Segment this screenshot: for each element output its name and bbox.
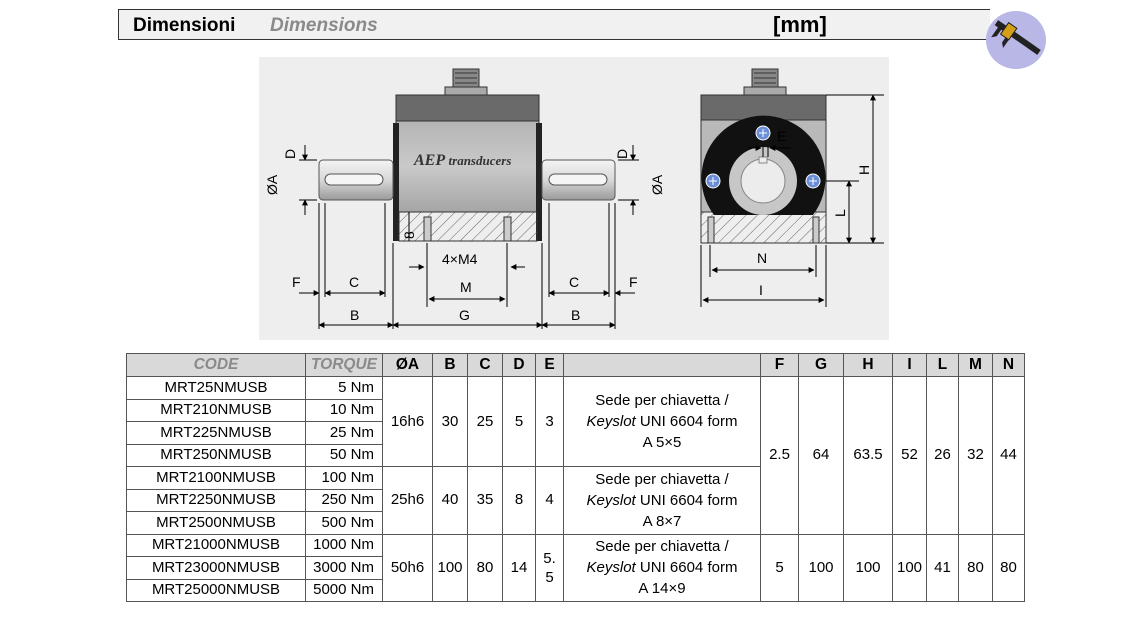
header-b: B (432, 353, 468, 377)
table-row: MRT25NMUSB 5 Nm 16h6 30 25 5 3 Sede per … (126, 376, 1025, 535)
unit-label: [mm] (773, 12, 827, 37)
keyslot-note: Sede per chiavetta /Keyslot UNI 6604 for… (563, 533, 761, 602)
table-row: MRT225NMUSB 25 Nm (126, 421, 1025, 445)
dim-label-n: N (757, 250, 767, 266)
dim-label-d: D (282, 149, 298, 159)
header-e: E (535, 353, 564, 377)
table-row: MRT210NMUSB 10 Nm (126, 398, 1025, 422)
dim-label-a: ØA (264, 174, 280, 195)
header-a: ØA (382, 353, 433, 377)
brand-logo: AEP transducers (413, 152, 511, 169)
screw-left (705, 173, 721, 189)
dim-label-a-right: ØA (649, 174, 665, 195)
header-note (563, 353, 761, 377)
dim-label-f-right: F (629, 274, 638, 290)
header-l: L (926, 353, 959, 377)
dim-label-i: I (759, 282, 763, 298)
dim-label-l: L (832, 209, 848, 217)
header-f: F (760, 353, 799, 377)
section-header: Dimensioni Dimensions [mm] (118, 9, 990, 40)
table-header-row: CODE TORQUE ØA B C D E F G H I L M N (126, 353, 1025, 377)
connector-side (444, 68, 488, 96)
header-d: D (502, 353, 536, 377)
dim-label-h: H (856, 165, 872, 175)
dim-label-e: E (777, 128, 786, 144)
dim-label-thread: 4×M4 (442, 251, 478, 267)
header-n: N (992, 353, 1025, 377)
dim-label-f: F (292, 274, 301, 290)
header-c: C (467, 353, 503, 377)
header-m: M (958, 353, 993, 377)
screw-right (805, 173, 821, 189)
dim-label-g: G (459, 307, 470, 323)
table-row: MRT25000NMUSB 5000 Nm (126, 578, 1025, 602)
dim-label-c-right: C (569, 274, 579, 290)
table-row: MRT250NMUSB 50 Nm (126, 443, 1025, 467)
dim-label-8: 8 (401, 231, 417, 239)
technical-drawing: AEP transducers D ØA D (259, 57, 889, 340)
connector-end (743, 68, 787, 96)
dim-label-m: M (460, 279, 472, 295)
table-row: MRT21000NMUSB 1000 Nm 50h6 100 80 14 5.5… (126, 533, 1025, 602)
dim-label-b: B (350, 307, 359, 323)
screw-top (755, 125, 771, 141)
dim-label-c: C (349, 274, 359, 290)
title-english: Dimensions (270, 15, 378, 36)
table-row: MRT23000NMUSB 3000 Nm (126, 556, 1025, 580)
dim-label-b-right: B (571, 307, 580, 323)
dimensions-table: CODE TORQUE ØA B C D E F G H I L M N MRT… (126, 353, 1025, 602)
header-i: I (892, 353, 927, 377)
caliper-icon (986, 11, 1046, 69)
table-row: MRT2500NMUSB 500 Nm (126, 511, 1025, 535)
keyslot-note: Sede per chiavetta /Keyslot UNI 6604 for… (563, 466, 761, 535)
dim-label-d-right: D (614, 149, 630, 159)
header-code: CODE (126, 353, 306, 377)
header-h: H (843, 353, 893, 377)
header-torque: TORQUE (305, 353, 383, 377)
keyslot-note: Sede per chiavetta /Keyslot UNI 6604 for… (563, 376, 761, 467)
table-row: MRT2100NMUSB 100 Nm 25h6 40 35 8 4 Sede … (126, 466, 1025, 535)
title-italian: Dimensioni (133, 15, 236, 36)
header-g: G (798, 353, 844, 377)
